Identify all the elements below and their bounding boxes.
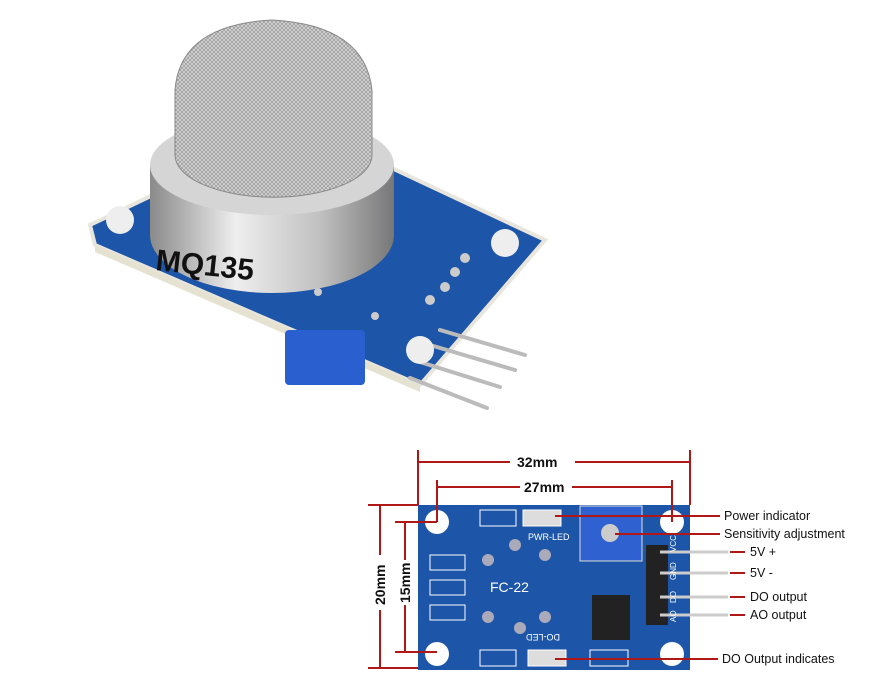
callout-do-led: DO Output indicates bbox=[722, 652, 835, 666]
fc22-board bbox=[418, 505, 690, 670]
header-label-gnd: GND bbox=[669, 562, 678, 580]
header-label-do: DO bbox=[669, 591, 678, 603]
comparator-chip bbox=[592, 595, 630, 640]
dimension-lines bbox=[368, 450, 745, 669]
callout-gnd: 5V - bbox=[750, 566, 773, 580]
callout-ao: AO output bbox=[750, 608, 807, 622]
callout-sensitivity: Sensitivity adjustment bbox=[724, 527, 845, 541]
dim-15mm: 15mm bbox=[397, 563, 413, 603]
dim-20mm: 20mm bbox=[372, 565, 388, 605]
potentiometer bbox=[285, 330, 365, 385]
pin-header bbox=[646, 545, 668, 625]
board-diagram: FC-22 PWR-LED DO-LED VCC GND DO AO bbox=[418, 505, 728, 670]
dim-32mm: 32mm bbox=[517, 454, 557, 470]
sensor-module-photo: MQ135 bbox=[87, 19, 549, 410]
callout-do: DO output bbox=[750, 590, 808, 604]
header-label-ao: AO bbox=[669, 610, 678, 622]
pwr-led-silkscreen: PWR-LED bbox=[528, 532, 570, 542]
header-pins bbox=[408, 328, 527, 410]
callout-vcc: 5V + bbox=[750, 545, 776, 559]
callout-power-indicator: Power indicator bbox=[724, 509, 810, 523]
dim-27mm: 27mm bbox=[524, 479, 564, 495]
do-led-silkscreen: DO-LED bbox=[525, 632, 560, 642]
header-label-vcc: VCC bbox=[669, 535, 678, 552]
board-marking: FC-22 bbox=[490, 579, 529, 595]
sensor-mesh bbox=[174, 19, 373, 198]
